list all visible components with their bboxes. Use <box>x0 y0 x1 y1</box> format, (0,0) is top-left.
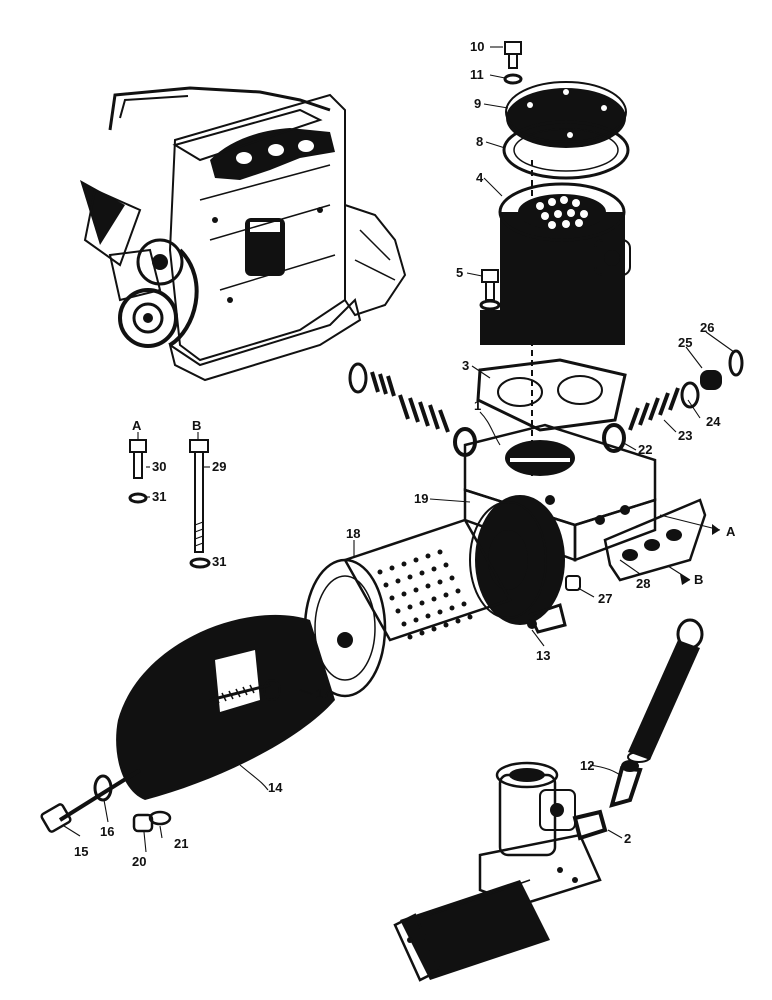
callout-21: 21 <box>174 836 188 851</box>
callout-16: 16 <box>100 824 114 839</box>
plug-27-icon <box>565 575 581 591</box>
gasket-28-icon <box>603 498 707 582</box>
washer-16-icon <box>93 774 113 802</box>
callout-13: 13 <box>536 648 550 663</box>
callout-10: 10 <box>470 39 484 54</box>
filter-base-19-icon <box>469 495 565 625</box>
gasket-8-icon <box>502 120 630 180</box>
bolt-5-icon <box>479 269 501 311</box>
callout-labels: 10 11 9 8 4 5 3 1 26 25 24 23 22 A 30 31… <box>74 39 736 869</box>
gasket-21-icon <box>148 810 172 826</box>
callout-26: 26 <box>700 320 714 335</box>
gasket-3-icon <box>476 358 627 432</box>
callout-29: 29 <box>212 459 226 474</box>
washer-31b-icon <box>189 557 211 569</box>
housing-4-icon <box>480 160 631 480</box>
bolt-29-icon <box>189 439 209 553</box>
spring-assembly-left-icon <box>348 362 477 457</box>
callout-8: 8 <box>476 134 483 149</box>
callout-1: 1 <box>474 398 481 413</box>
callout-25: 25 <box>678 335 692 350</box>
callout-11: 11 <box>470 67 484 82</box>
pump-assembly-icon <box>393 761 602 982</box>
center-bolt-15-icon <box>40 768 142 833</box>
filter-shell-14-icon <box>116 614 335 800</box>
bolt-30-icon <box>129 439 147 479</box>
spring-assembly-right-icon <box>602 349 744 453</box>
callout-5: 5 <box>456 265 463 280</box>
bolt-10-icon <box>504 41 522 69</box>
washer-31a-icon <box>128 492 148 504</box>
elbow-12-icon <box>609 760 643 808</box>
callout-19: 19 <box>414 491 428 506</box>
callout-24: 24 <box>706 414 721 429</box>
callout-27: 27 <box>598 591 612 606</box>
fitting-13-icon <box>527 603 567 634</box>
callout-18: 18 <box>346 526 360 541</box>
callout-31-a: 31 <box>152 489 166 504</box>
callout-22: 22 <box>638 442 652 457</box>
callout-30: 30 <box>152 459 166 474</box>
callout-31-b: 31 <box>212 554 226 569</box>
callout-12: 12 <box>580 758 594 773</box>
base-body-1-icon <box>463 423 657 562</box>
callout-28: 28 <box>636 576 650 591</box>
callout-15: 15 <box>74 844 88 859</box>
filter-element-18-icon <box>303 518 512 698</box>
callout-2: 2 <box>624 831 631 846</box>
callout-4: 4 <box>476 170 484 185</box>
callout-17: 17 <box>316 686 330 701</box>
hose-line-icon <box>627 618 704 763</box>
callout-9: 9 <box>474 96 481 111</box>
callout-20: 20 <box>132 854 146 869</box>
callout-b-right: B <box>694 572 703 587</box>
lockwasher-11-icon <box>503 73 523 85</box>
callout-3: 3 <box>462 358 469 373</box>
elbow-2-icon <box>572 809 608 841</box>
leader-lines <box>63 46 735 853</box>
engine-assembly-illustration <box>80 86 407 382</box>
callout-23: 23 <box>678 428 692 443</box>
callout-b-top: B <box>192 418 201 433</box>
callout-14: 14 <box>268 780 283 795</box>
callout-a-right: A <box>726 524 736 539</box>
callout-a-top: A <box>132 418 142 433</box>
